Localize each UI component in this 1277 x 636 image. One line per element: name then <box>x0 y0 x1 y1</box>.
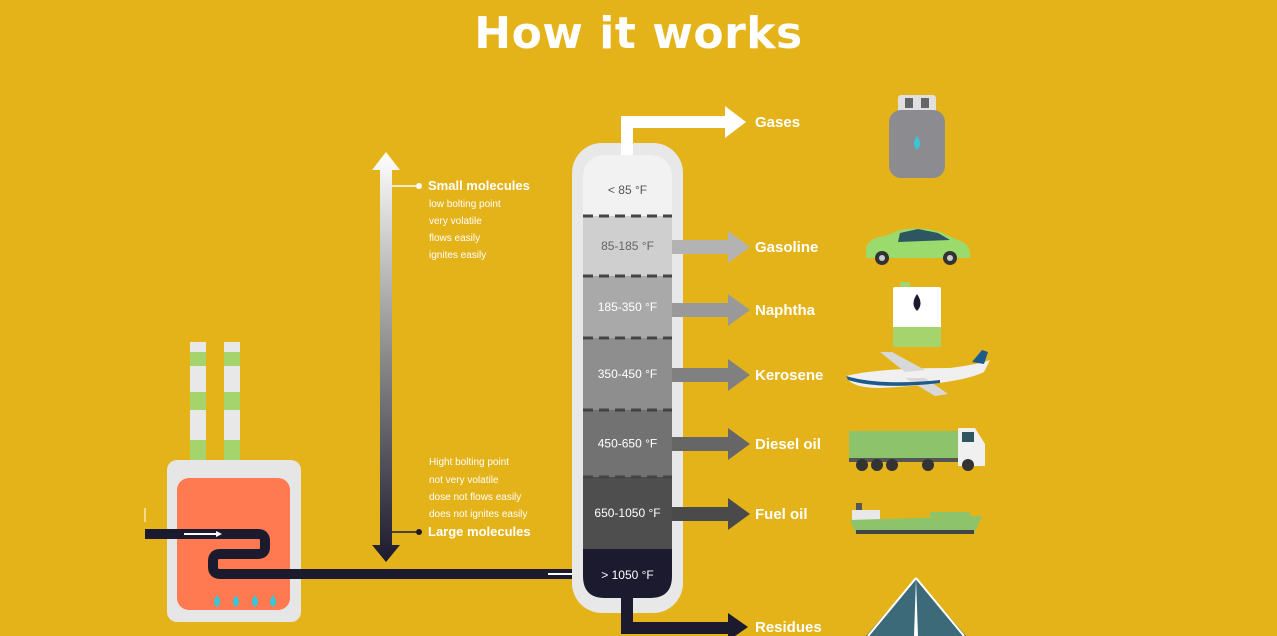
product-arrows <box>672 231 750 530</box>
temperature-label: < 85 °F <box>608 183 647 197</box>
scale-arrow <box>372 152 400 562</box>
top-note: very volatile <box>429 216 482 227</box>
canister-icon <box>893 282 941 347</box>
product-arrow <box>672 231 750 263</box>
product-label-gasoline: Gasoline <box>755 239 818 256</box>
bottom-note: does not ignites easily <box>429 509 527 520</box>
flame-icon <box>214 595 220 607</box>
column-section <box>583 549 672 598</box>
ship-icon <box>850 503 982 534</box>
scale-top-dot <box>416 183 422 189</box>
top-note: low bolting point <box>429 199 501 210</box>
product-label-residues: Residues <box>755 619 822 636</box>
product-arrow <box>672 294 750 326</box>
column-section <box>583 155 672 216</box>
furnace <box>167 342 301 622</box>
column-section <box>583 276 672 338</box>
truck-icon <box>849 428 985 471</box>
residues-outlet-arrow <box>621 598 748 636</box>
furnace-chamber <box>177 478 290 610</box>
temperature-label: 185-350 °F <box>598 300 658 314</box>
road-icon <box>866 577 966 636</box>
product-label-kerosene: Kerosene <box>755 367 823 384</box>
column-section <box>583 477 672 549</box>
column-sections <box>583 155 672 598</box>
temperature-label: 350-450 °F <box>598 367 658 381</box>
temperature-label: > 1050 °F <box>601 568 654 582</box>
flames <box>214 595 276 607</box>
top-note: flows easily <box>429 233 480 244</box>
product-label-naphtha: Naphtha <box>755 302 816 319</box>
small-molecules-label: Small molecules <box>428 178 530 193</box>
column-section <box>583 216 672 276</box>
bottom-note: Hight bolting point <box>429 457 509 468</box>
column-section <box>583 410 672 477</box>
column-section <box>583 338 672 410</box>
gas-cylinder-icon <box>889 95 945 178</box>
product-label-gases: Gases <box>755 114 800 131</box>
product-label-fuel-oil: Fuel oil <box>755 506 808 523</box>
airplane-icon <box>846 350 990 396</box>
flame-icon <box>270 595 276 607</box>
gases-outlet-arrow <box>621 106 746 155</box>
product-label-diesel-oil: Diesel oil <box>755 436 821 453</box>
product-arrow <box>672 428 750 460</box>
temperature-label: 650-1050 °F <box>594 506 660 520</box>
molecule-scale: Small molecules low bolting point very v… <box>372 152 531 562</box>
page-title: How it works <box>474 8 803 59</box>
temperature-labels: < 85 °F 85-185 °F 185-350 °F 350-450 °F 450-… <box>594 183 660 582</box>
bottom-note: dose not flows easily <box>429 492 521 503</box>
car-icon <box>866 228 970 265</box>
product-arrow <box>672 498 750 530</box>
product-arrow <box>672 359 750 391</box>
flame-icon <box>252 595 258 607</box>
top-note: ignites easily <box>429 250 486 261</box>
bottom-note: not very volatile <box>429 475 499 486</box>
scale-bottom-dot <box>416 529 422 535</box>
large-molecules-label: Large molecules <box>428 524 531 539</box>
temperature-label: 450-650 °F <box>598 437 658 451</box>
flame-icon <box>233 595 239 607</box>
temperature-label: 85-185 °F <box>601 239 654 253</box>
